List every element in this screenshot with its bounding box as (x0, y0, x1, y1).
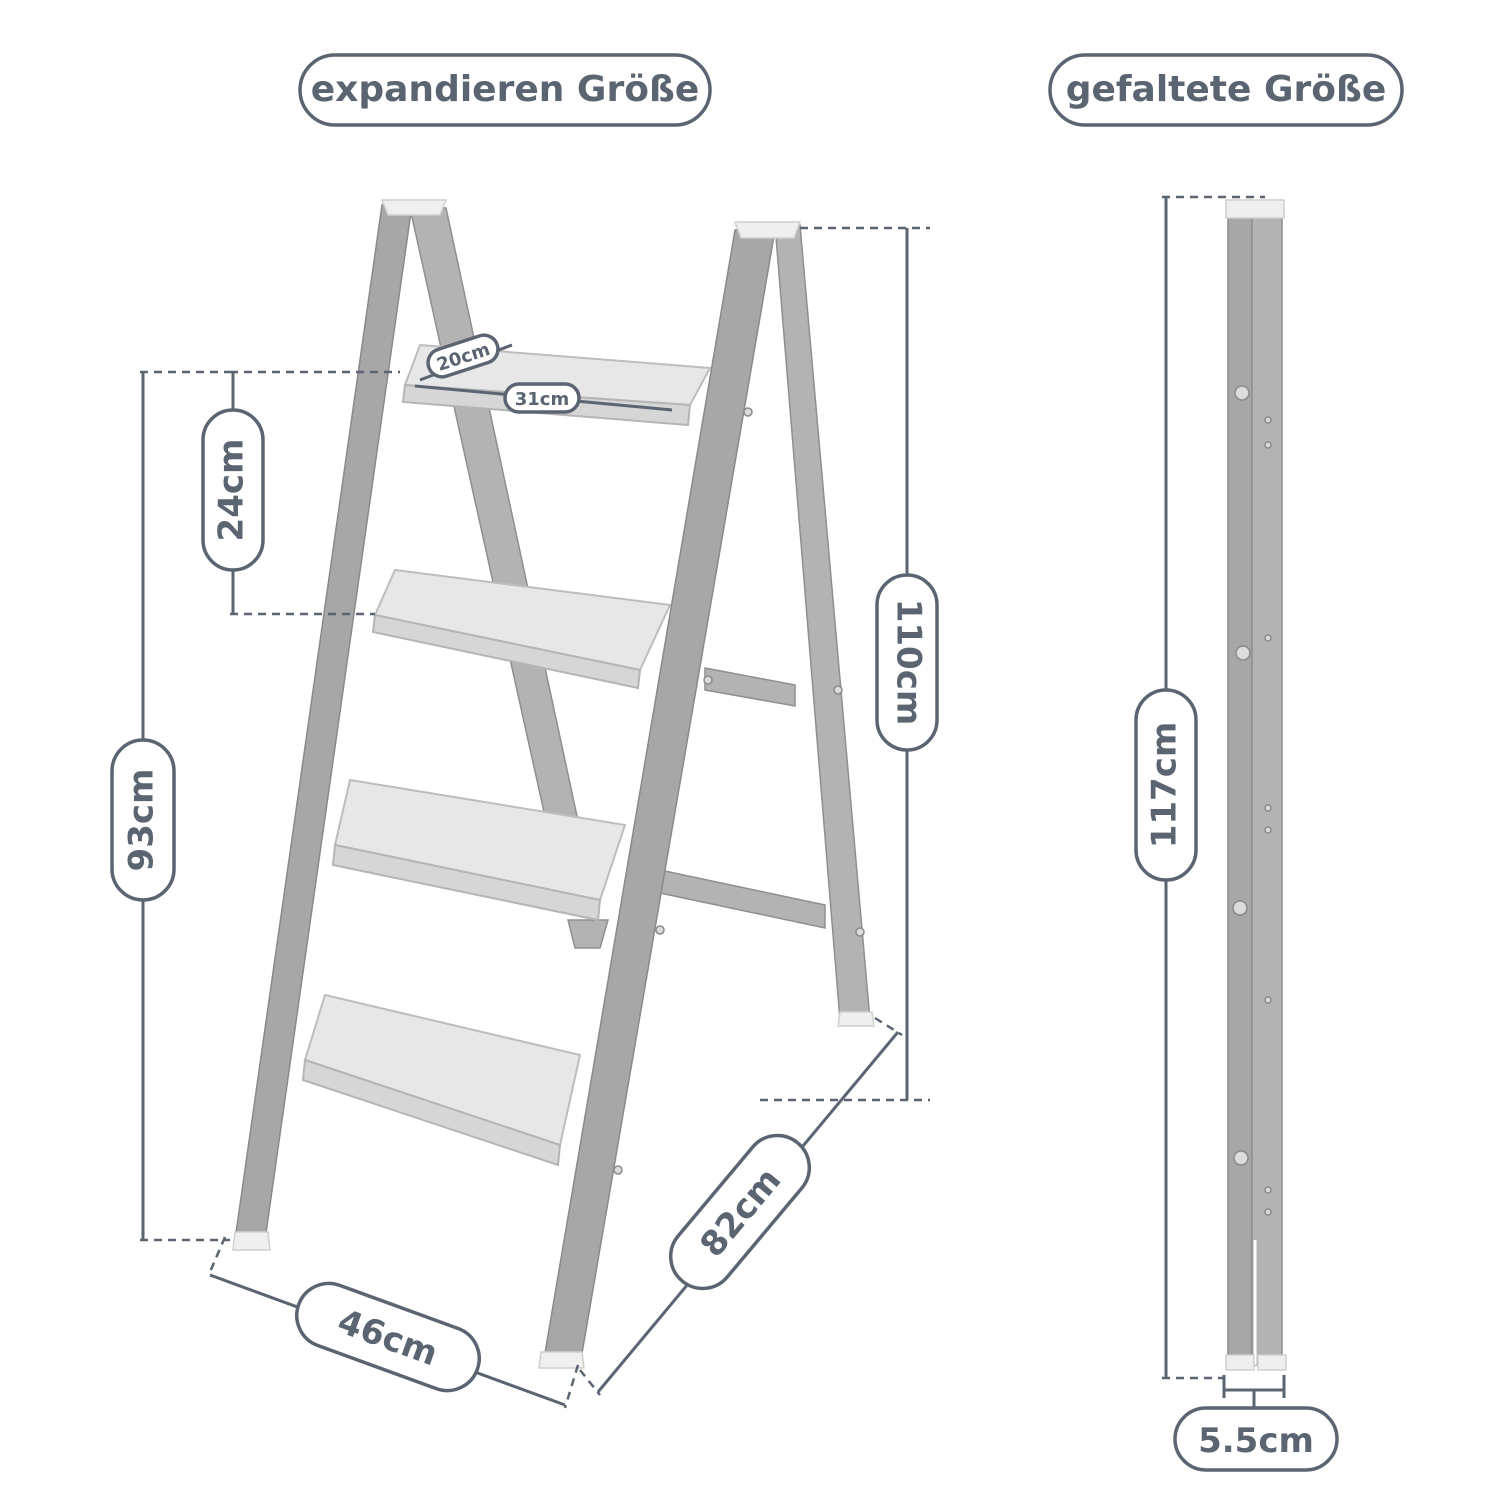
foot-front-right (538, 1351, 585, 1369)
folded-size-header: gefaltete Größe (1048, 53, 1404, 127)
expanded-ladder (232, 199, 875, 1369)
dim-step-spacing: 24cm (201, 370, 400, 616)
standing-height-label: 93cm (122, 769, 162, 872)
dim-folded-thickness: 5.5cm (1173, 1375, 1339, 1472)
expanded-size-title: expandieren Größe (311, 69, 700, 110)
top-cap-left (380, 199, 448, 216)
folded-ladder (1225, 199, 1287, 1371)
dim-step-width: 31cm (414, 382, 673, 414)
dim-folded-height: 117cm (1134, 195, 1265, 1380)
step-width-label: 31cm (515, 389, 569, 410)
back-leg-left (409, 207, 581, 831)
folded-foot-right (1257, 1354, 1287, 1371)
top-cap-right (733, 221, 802, 239)
cross-bar-upper (704, 667, 796, 707)
step-spacing-label: 24cm (212, 439, 252, 542)
total-height-label: 110cm (889, 599, 929, 726)
folded-height-label: 117cm (1145, 722, 1185, 849)
folded-foot-left (1225, 1354, 1255, 1371)
step-2 (371, 568, 672, 690)
back-leg-foot (567, 919, 609, 949)
folded-size-title: gefaltete Größe (1066, 69, 1387, 110)
folded-rail-right (1251, 204, 1283, 1366)
folded-top-cap (1225, 199, 1285, 219)
folded-rail-left (1227, 204, 1253, 1366)
expanded-size-header: expandieren Größe (298, 53, 712, 127)
dim-base-width: 46cm (208, 1236, 580, 1409)
folded-thickness-label: 5.5cm (1198, 1421, 1314, 1461)
cross-bar-lower (659, 869, 826, 929)
step-3 (331, 778, 627, 922)
step-bottom (301, 993, 582, 1167)
dim-standing-height: 93cm (110, 370, 230, 1242)
foot-back-right (837, 1011, 875, 1027)
foot-front-left (232, 1231, 271, 1251)
dim-total-height: 110cm (760, 226, 939, 1102)
